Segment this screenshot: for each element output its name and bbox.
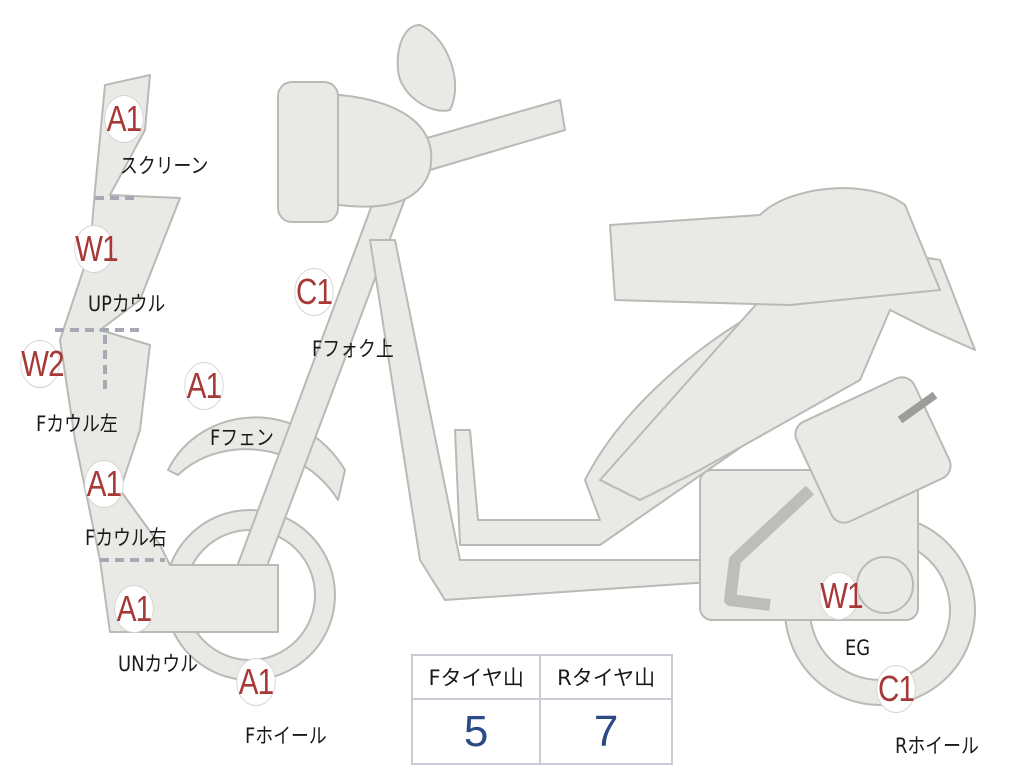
engine-code-badge: W1 <box>819 572 864 620</box>
f-cowl-left-label: Fカウル左 <box>36 412 118 436</box>
mirror-shape <box>396 24 457 112</box>
up-cowl-label: UPカウル <box>88 292 166 316</box>
rear-tire-value: 7 <box>539 698 673 765</box>
r-wheel-code-badge: C1 <box>876 665 916 713</box>
seat-shape <box>609 187 941 306</box>
tire-tread-table: Fタイヤ山 Rタイヤ山 5 7 <box>410 654 673 765</box>
rear-tire-header: Rタイヤ山 <box>539 654 673 700</box>
f-cowl-right-code-badge: A1 <box>84 460 124 508</box>
engine-label: EG <box>845 636 871 660</box>
f-fender-label: Fフェン <box>210 426 274 450</box>
screen-label: スクリーン <box>120 154 209 178</box>
f-fork-upper-code-badge: C1 <box>294 268 334 316</box>
front-tire-header: Fタイヤ山 <box>410 654 542 700</box>
screen-code-badge: A1 <box>104 95 144 143</box>
exhaust-pipe-shape <box>724 485 815 611</box>
headlight-shape <box>277 81 339 223</box>
un-cowl-code-badge: A1 <box>114 585 154 633</box>
f-fender-code-badge: A1 <box>184 362 224 410</box>
f-fork-upper-label: Fフォク上 <box>312 337 394 361</box>
f-cowl-left-code-badge: W2 <box>20 340 65 388</box>
f-wheel-label: Fホイール <box>245 724 327 748</box>
up-cowl-code-badge: W1 <box>74 225 119 273</box>
r-wheel-label: Rホイール <box>895 734 979 758</box>
front-fork-shape <box>231 169 413 591</box>
f-wheel-code-badge: A1 <box>236 658 276 706</box>
front-tire-value: 5 <box>410 698 542 765</box>
un-cowl-label: UNカウル <box>118 652 198 676</box>
f-cowl-right-label: Fカウル右 <box>85 526 167 550</box>
